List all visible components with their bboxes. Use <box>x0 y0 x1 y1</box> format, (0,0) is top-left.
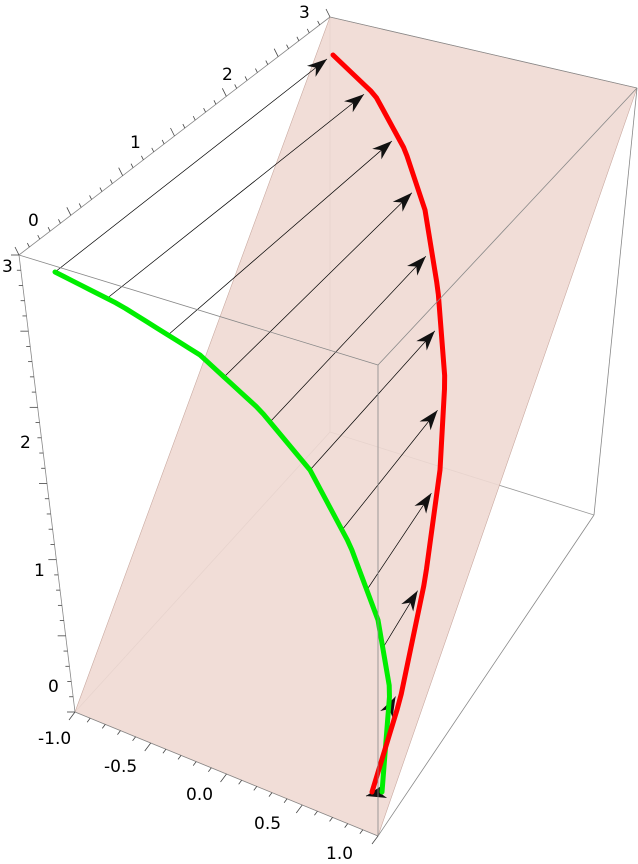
top-axis-tick <box>37 234 41 240</box>
top-axis-tick <box>296 36 300 41</box>
x-axis-tick <box>329 817 333 822</box>
x-axis-tick <box>117 730 121 735</box>
x-axis-tick <box>253 786 258 791</box>
arrowhead-3 <box>414 493 432 514</box>
top-axis-tick <box>273 48 279 57</box>
top-axis-tick <box>58 219 61 224</box>
top-axis-tick <box>244 76 248 81</box>
tick-label-top-2: 2 <box>222 65 233 85</box>
top-axis-tick <box>27 242 30 248</box>
red-curve <box>330 52 448 795</box>
connector-line-7 <box>223 192 413 378</box>
x-axis-tick <box>295 804 303 814</box>
tick-label-z-0: 0 <box>48 677 59 697</box>
plane-surface <box>74 16 638 837</box>
arrowhead-4 <box>419 410 438 431</box>
x-axis-tick <box>101 724 106 729</box>
top-axis-tick <box>151 147 155 153</box>
x-axis-tick <box>344 823 349 828</box>
top-axis-tick <box>66 207 72 216</box>
top-axis-tick <box>161 139 165 145</box>
top-axis-tick <box>109 179 113 184</box>
x-axis-tick <box>314 810 318 816</box>
tick-label-top-3: 3 <box>299 3 310 23</box>
x-axis-tick <box>238 779 242 785</box>
arrowhead-9 <box>344 94 365 113</box>
top-axis-tick <box>306 28 310 34</box>
top-axis-tick <box>192 115 196 121</box>
tick-label-x-1: -0.5 <box>104 757 137 777</box>
x-axis-tick <box>144 742 152 752</box>
top-axis-tick <box>170 127 175 137</box>
x-axis-tick <box>220 773 227 783</box>
x-axis-tick <box>359 829 364 835</box>
x-axis-tick <box>192 761 197 766</box>
top-axis-tick <box>203 108 206 113</box>
top-axis-tick <box>182 123 186 129</box>
arrowhead-10 <box>306 59 327 77</box>
connector-line-5 <box>309 330 436 471</box>
top-axis-tick <box>286 44 289 49</box>
x-axis-tick <box>162 748 167 754</box>
tick-label-x-0: -1.0 <box>38 729 71 749</box>
x-axis-tick <box>132 736 136 742</box>
x-axis-tick <box>177 755 182 760</box>
tick-label-top-0: 0 <box>28 211 39 231</box>
top-axis-tick <box>141 155 144 160</box>
top-axis-tick <box>47 227 51 232</box>
x-axis-tick <box>283 798 288 804</box>
arrowhead-2 <box>401 590 418 612</box>
connector-line-10 <box>54 58 328 273</box>
top-axis-tick <box>130 163 134 168</box>
connector-line-3 <box>366 492 432 591</box>
top-axis-tick <box>234 84 238 89</box>
top-axis-tick <box>99 187 103 192</box>
tick-label-z-1: 1 <box>34 561 45 581</box>
top-axis-tick <box>89 195 92 200</box>
connector-line-6 <box>269 256 427 423</box>
top-axis-tick <box>213 100 217 105</box>
arrowhead-6 <box>407 256 426 276</box>
top-axis-tick <box>325 8 331 18</box>
x-axis-tick <box>86 717 91 723</box>
top-axis-tick <box>118 167 124 176</box>
top-axis-tick <box>265 60 269 65</box>
tick-label-x-3: 0.5 <box>254 814 281 834</box>
arrowhead-7 <box>392 192 412 212</box>
top-axis-tick <box>317 20 320 26</box>
x-axis-tick <box>268 792 273 797</box>
green-curve <box>52 269 392 795</box>
top-axis-tick <box>14 246 20 256</box>
tick-label-top-1: 1 <box>130 133 141 153</box>
x-axis-tick <box>208 767 212 773</box>
arrowhead-5 <box>416 330 435 351</box>
connector-line-9 <box>106 94 365 299</box>
top-axis-tick <box>221 88 227 97</box>
connector-lines <box>54 58 438 798</box>
top-axis-tick <box>255 68 258 73</box>
connector-line-4 <box>341 410 438 531</box>
arrowhead-8 <box>372 141 392 160</box>
top-axis-tick <box>78 203 82 208</box>
x-axis-tick <box>68 711 76 721</box>
tick-label-x-4: 1.0 <box>326 844 353 864</box>
x-axis-tick <box>371 835 379 845</box>
tick-label-z-3: 3 <box>2 257 13 277</box>
tick-label-z-2: 2 <box>20 433 31 453</box>
tick-label-x-2: 0.0 <box>186 785 213 805</box>
connector-line-8 <box>167 140 393 336</box>
